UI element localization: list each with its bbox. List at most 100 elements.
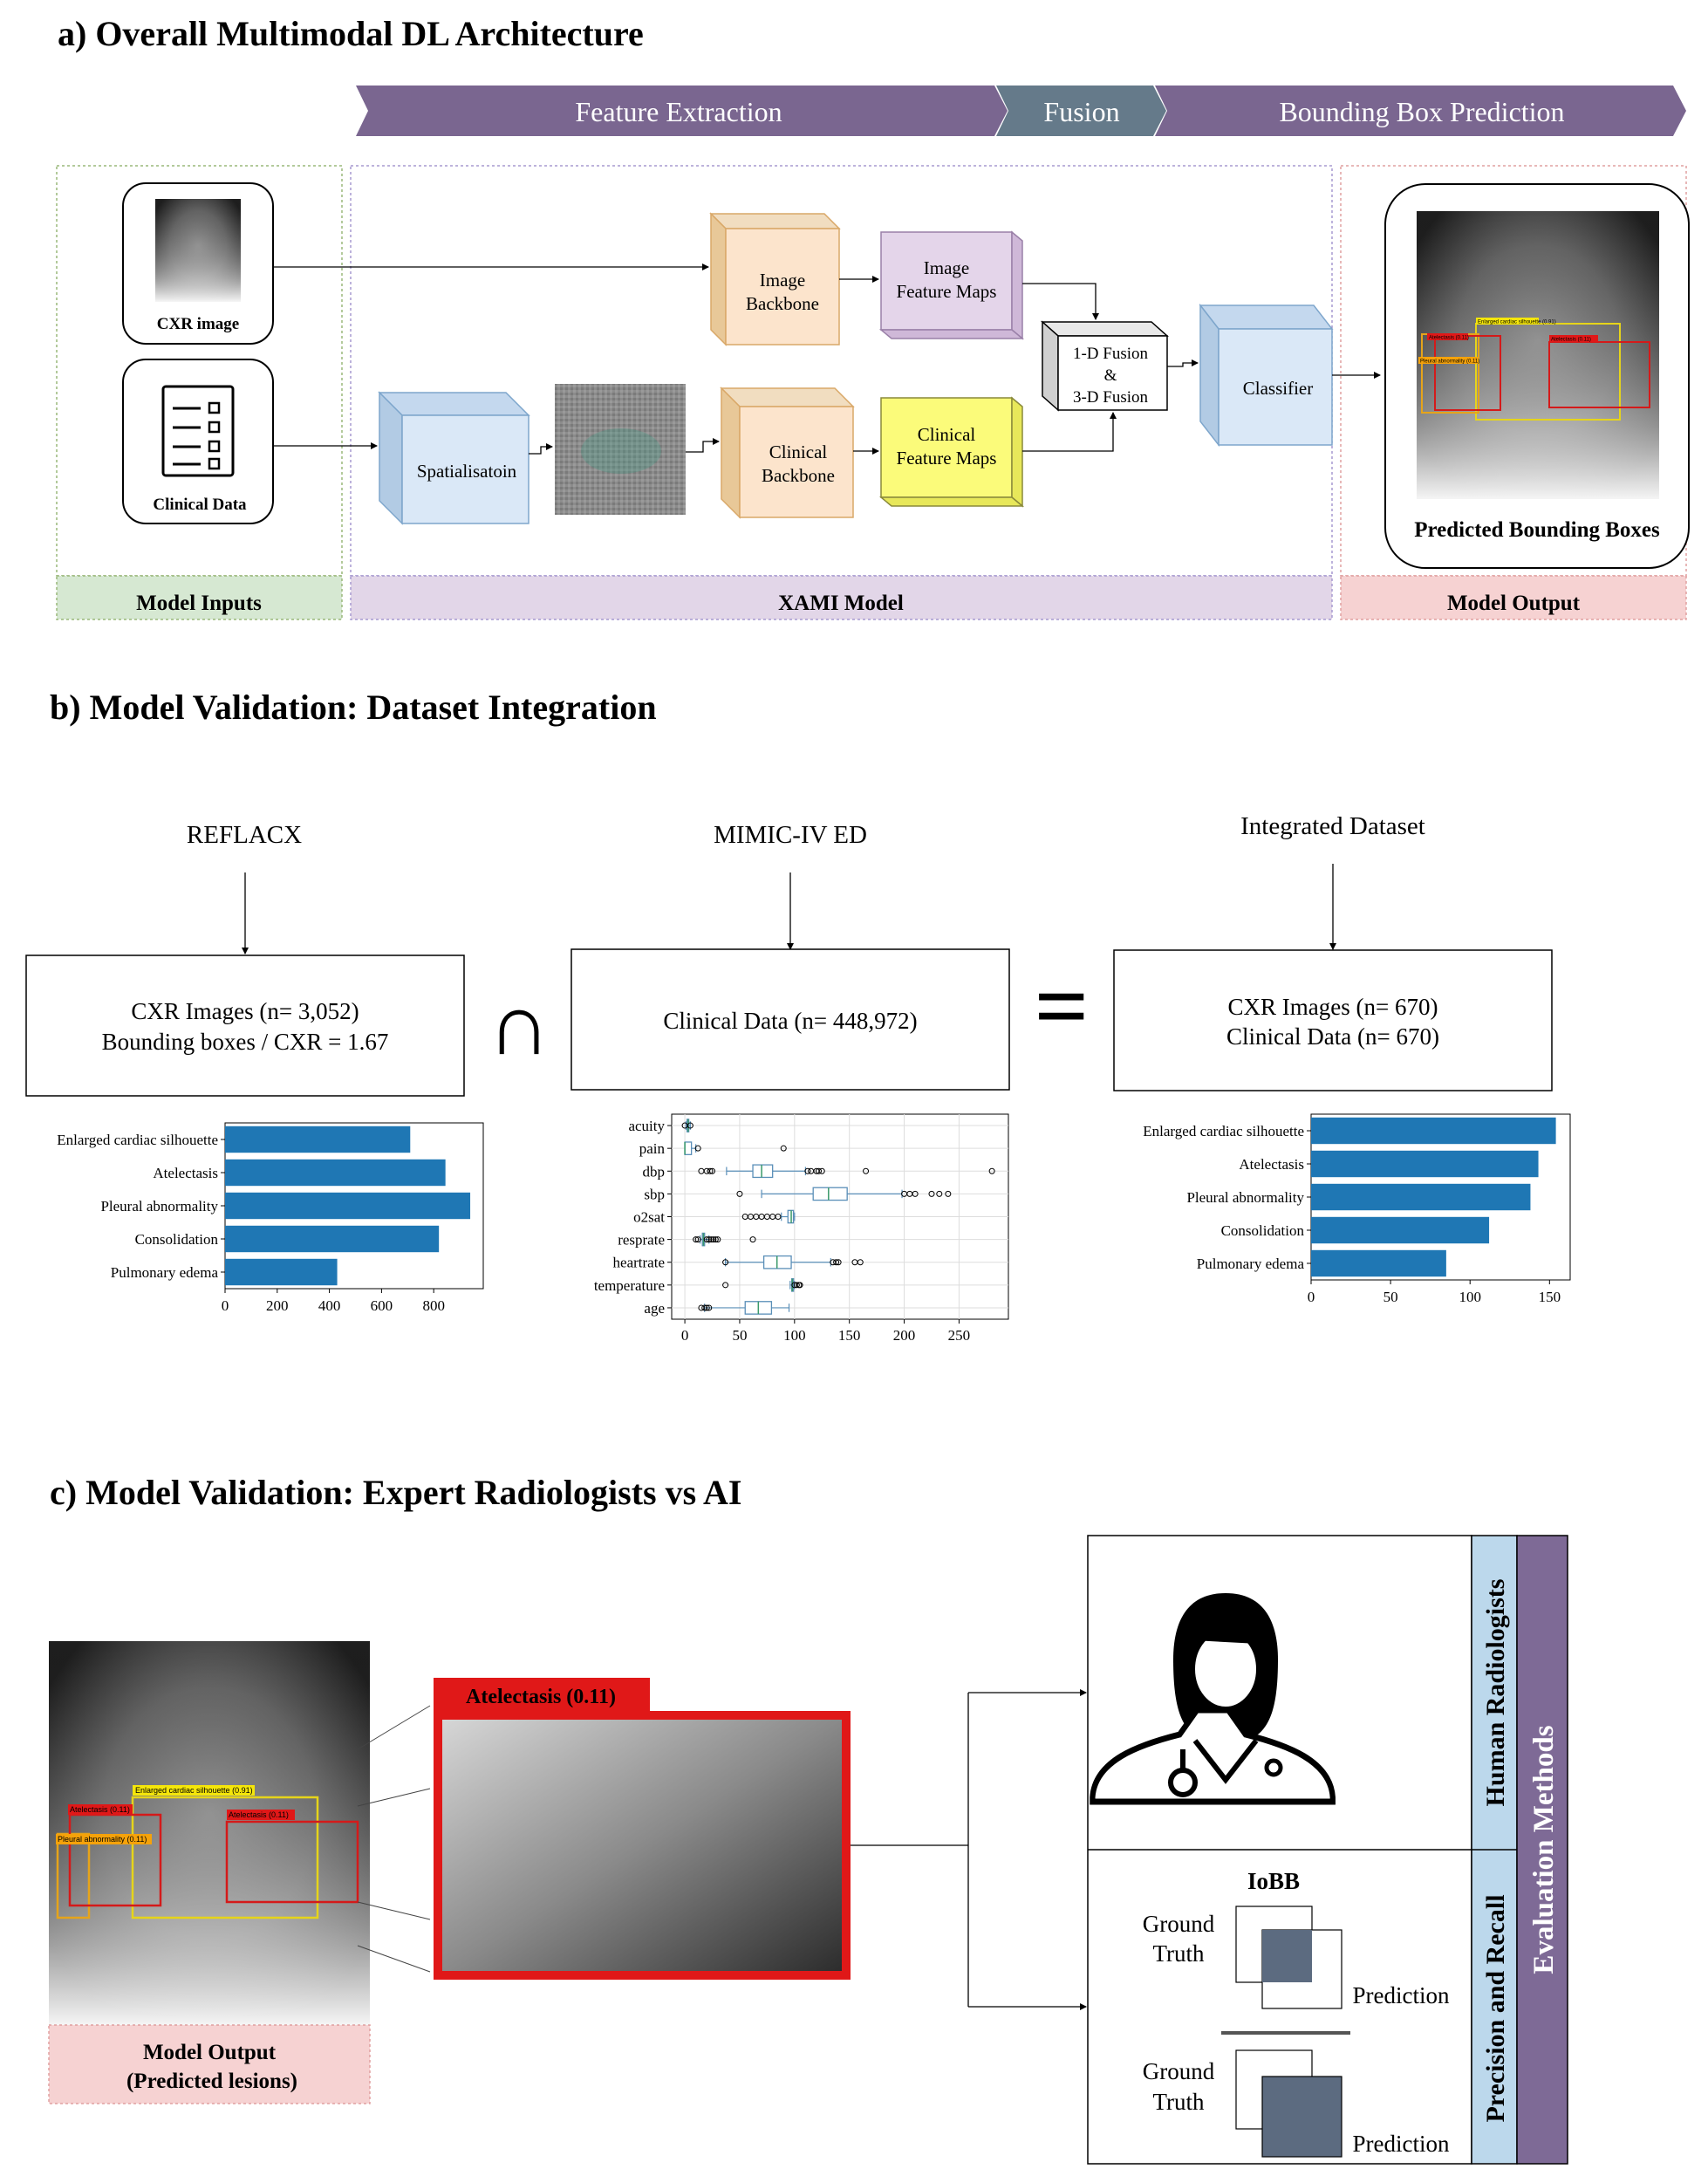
outlier <box>709 1167 716 1174</box>
outlier <box>707 1167 714 1174</box>
section-b-heading: b) Model Validation: Dataset Integration <box>50 688 657 727</box>
clinical-input-card <box>122 359 274 524</box>
x-tick-label: 600 <box>371 1297 393 1314</box>
gt-label-2b: Truth <box>1152 2089 1205 2115</box>
outlier <box>857 1259 864 1266</box>
x-tick-label: 200 <box>893 1327 916 1344</box>
evaluation-column <box>1516 1535 1568 2165</box>
c-bbox-label-pleural: Pleural abnormality (0.11) <box>58 1835 147 1844</box>
x-tick-label: 0 <box>222 1297 229 1314</box>
x-tick-label: 250 <box>948 1327 971 1344</box>
output-caption: Predicted Bounding Boxes <box>1414 518 1660 542</box>
section-a-heading: a) Overall Multimodal DL Architecture <box>58 14 644 53</box>
outlier <box>687 1122 693 1129</box>
outlier <box>936 1190 943 1197</box>
integrated-line-2: Clinical Data (n= 670) <box>1226 1023 1439 1050</box>
image-backbone-label-1: Image <box>760 270 805 291</box>
spatialised-clinical-image <box>555 384 686 515</box>
category-label: Pleural abnormality <box>1186 1189 1304 1206</box>
category-label: Consolidation <box>135 1231 219 1248</box>
source-reflacx: REFLACX <box>187 821 302 849</box>
doctor-icon <box>1090 1593 1336 1805</box>
x-tick-label: 0 <box>1308 1289 1315 1305</box>
clinical-feature-maps-cube <box>878 396 1025 508</box>
inputs-footer <box>56 575 343 620</box>
clinical-input-label: Clinical Data <box>153 496 247 514</box>
x-tick-label: 50 <box>1383 1289 1398 1305</box>
outlier <box>693 1236 700 1243</box>
outlier <box>706 1304 713 1311</box>
model-output-caption-box <box>48 2024 371 2104</box>
category-label: Pulmonary edema <box>111 1264 219 1281</box>
image-feature-maps-cube <box>878 230 1025 340</box>
source-mimic: MIMIC-IV ED <box>714 821 867 849</box>
outlier <box>833 1259 840 1266</box>
clinical-backbone-cube <box>720 387 855 519</box>
outlier <box>912 1190 919 1197</box>
model-footer-label: XAMI Model <box>778 592 904 615</box>
reflacx-box <box>25 954 465 1097</box>
precision-recall-label: Precision and Recall <box>1481 1894 1510 2122</box>
outlier <box>863 1167 870 1174</box>
category-label: Pleural abnormality <box>100 1198 218 1215</box>
bbox-label-cardiac: Enlarged cardiac silhouette (0.91) <box>1478 320 1556 325</box>
category-label: acuity <box>628 1118 665 1134</box>
outlier <box>706 1236 713 1243</box>
output-footer-label: Model Output <box>1447 592 1581 615</box>
bar <box>225 1225 440 1253</box>
source-integrated: Integrated Dataset <box>1240 812 1425 840</box>
gt-label-1a: Ground <box>1143 1911 1215 1937</box>
bbox-label-pleural: Pleural abnormality (0.11) <box>1420 359 1479 365</box>
pred-label-2: Prediction <box>1353 2131 1450 2157</box>
banner-bbox-prediction <box>1155 86 1686 136</box>
clinical-feature-maps-label-2: Feature Maps <box>897 448 997 469</box>
outlier <box>928 1190 935 1197</box>
box <box>752 1164 774 1179</box>
category-label: age <box>644 1300 665 1317</box>
section-c-heading: c) Model Validation: Expert Radiologists… <box>50 1473 741 1512</box>
integrated-line-1: CXR Images (n= 670) <box>1228 994 1438 1020</box>
category-label: Consolidation <box>1221 1222 1305 1239</box>
box <box>812 1187 848 1201</box>
x-tick-label: 800 <box>422 1297 445 1314</box>
pred-label-1: Prediction <box>1353 1982 1450 2008</box>
outlier <box>835 1259 842 1266</box>
dataset-arrows <box>242 864 1336 954</box>
bar <box>1311 1249 1446 1277</box>
x-tick-label: 200 <box>266 1297 289 1314</box>
outlier <box>694 1236 701 1243</box>
architecture-arrows <box>273 263 1381 455</box>
category-label: pain <box>639 1140 666 1157</box>
iobb-pred-box-2 <box>1261 2076 1342 2158</box>
outlier <box>722 1282 729 1289</box>
iobb-title: IoBB <box>1247 1868 1300 1894</box>
outlier <box>707 1236 714 1243</box>
fusion-label-3: 3-D Fusion <box>1073 388 1149 407</box>
category-label: heartrate <box>613 1255 665 1271</box>
zoom-label: Atelectasis (0.11) <box>466 1686 616 1708</box>
category-label: Atelectasis <box>1239 1156 1304 1173</box>
fusion-label-2: & <box>1104 366 1117 385</box>
c-bbox-label-atelectasis-2: Atelectasis (0.11) <box>229 1810 289 1819</box>
integrated-box <box>1113 949 1553 1091</box>
outlier <box>793 1282 800 1289</box>
bar <box>1311 1150 1539 1178</box>
bar <box>225 1159 446 1187</box>
outlier <box>710 1236 717 1243</box>
x-tick-label: 150 <box>1539 1289 1561 1305</box>
outlier <box>736 1190 743 1197</box>
outlier <box>749 1236 756 1243</box>
outlier <box>818 1167 825 1174</box>
category-label: Atelectasis <box>153 1165 218 1181</box>
outlier <box>988 1167 995 1174</box>
x-tick-label: 400 <box>318 1297 341 1314</box>
equals-symbol: = <box>1035 953 1090 1059</box>
banner-feature-extraction-label: Feature Extraction <box>575 96 782 127</box>
image-backbone-label-2: Backbone <box>746 293 819 314</box>
zoomed-xray <box>434 1711 851 1980</box>
clinical-feature-maps-label-1: Clinical <box>918 424 976 445</box>
output-footer <box>1340 575 1687 620</box>
intersection-symbol: ∩ <box>488 976 550 1073</box>
evaluation-methods-label: Evaluation Methods <box>1528 1725 1560 1974</box>
